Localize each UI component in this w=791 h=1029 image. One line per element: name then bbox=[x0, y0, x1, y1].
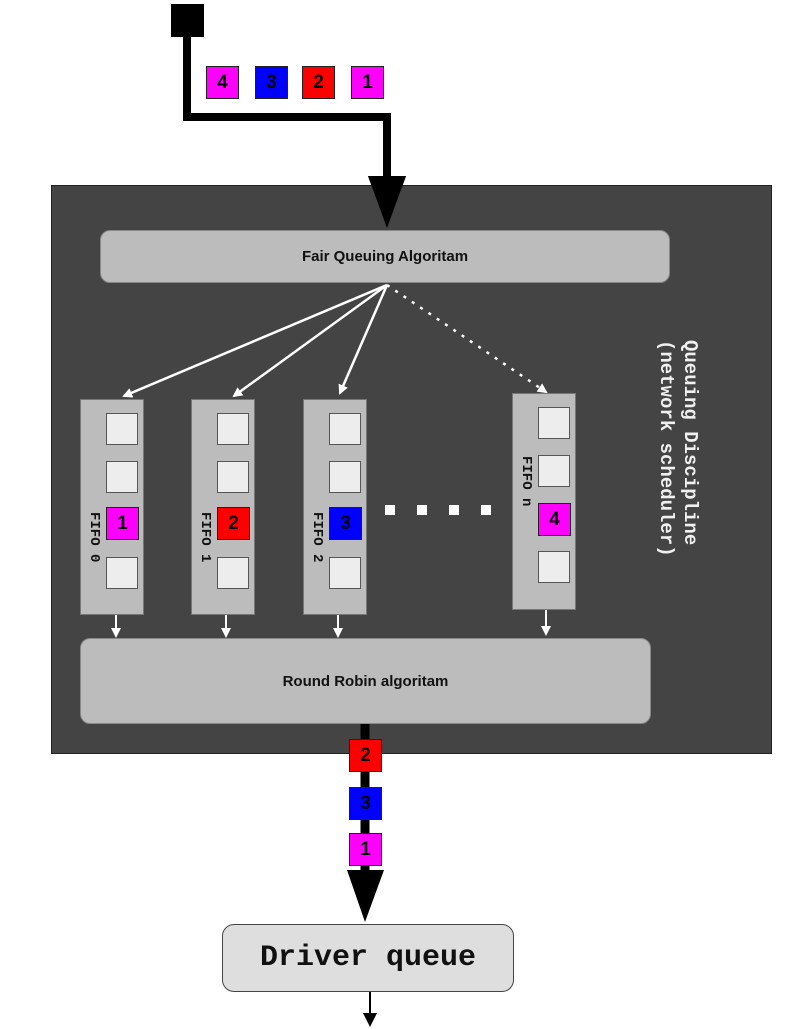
input-arrowhead-overlay bbox=[368, 176, 406, 228]
fifo-2: FIFO 2 3 bbox=[303, 399, 367, 615]
input-line bbox=[183, 37, 391, 178]
output-packet-label: 1 bbox=[360, 838, 371, 860]
fair-queuing-label: Fair Queuing Algoritam bbox=[301, 248, 469, 265]
fifo-slot bbox=[538, 407, 570, 439]
fifo-1: FIFO 1 2 bbox=[191, 399, 255, 615]
fifo-slot bbox=[106, 461, 138, 493]
input-packet-4: 4 bbox=[206, 66, 239, 99]
arrow-to-fifo-0 bbox=[122, 283, 388, 398]
input-packet-label: 3 bbox=[266, 71, 277, 93]
arrow-to-fifo-2 bbox=[338, 284, 389, 395]
fifo-slot bbox=[329, 461, 361, 493]
output-packet-label: 3 bbox=[360, 792, 371, 814]
fifo-slot bbox=[538, 455, 570, 487]
arrow-to-fifo-n bbox=[386, 283, 548, 394]
packet-label: 3 bbox=[340, 512, 351, 534]
ellipsis-dot bbox=[385, 505, 395, 515]
fifo-0-packet: 1 bbox=[106, 507, 139, 540]
fifo-slot bbox=[217, 557, 249, 589]
output-arrowhead bbox=[347, 870, 384, 922]
input-packet-3: 3 bbox=[255, 66, 288, 99]
fifo-2-packet: 3 bbox=[329, 507, 362, 540]
driver-queue-label: Driver queue bbox=[259, 941, 477, 975]
fair-queuing-box: Fair Queuing Algoritam bbox=[100, 230, 670, 283]
driver-queue-box: Driver queue bbox=[222, 924, 514, 992]
output-packet-3: 3 bbox=[349, 787, 382, 820]
output-packet-2: 2 bbox=[349, 739, 382, 772]
arrow-to-fifo-1 bbox=[232, 283, 388, 398]
round-robin-label: Round Robin algoritam bbox=[282, 672, 449, 690]
driver-out-arrowhead bbox=[363, 1013, 377, 1027]
fifo-slot bbox=[217, 413, 249, 445]
fifo-slot bbox=[106, 413, 138, 445]
input-packet-1: 1 bbox=[351, 66, 384, 99]
fifo-0: FIFO 0 1 bbox=[80, 399, 144, 615]
fifo-n: FIFO n 4 bbox=[512, 393, 576, 610]
packet-label: 1 bbox=[117, 512, 128, 534]
packet-label: 4 bbox=[549, 508, 560, 530]
fifo-slot bbox=[329, 557, 361, 589]
input-packet-2: 2 bbox=[302, 66, 335, 99]
fifo-slot bbox=[106, 557, 138, 589]
input-packet-label: 1 bbox=[362, 71, 373, 93]
fifo-slot bbox=[217, 461, 249, 493]
fifo-slot bbox=[329, 413, 361, 445]
input-packet-label: 4 bbox=[217, 71, 228, 93]
fifo-n-packet: 4 bbox=[538, 503, 571, 536]
ellipsis-dot bbox=[449, 505, 459, 515]
output-packet-1: 1 bbox=[349, 833, 382, 866]
round-robin-box: Round Robin algoritam bbox=[80, 638, 651, 724]
fifo-slot bbox=[538, 551, 570, 583]
input-packet-label: 2 bbox=[313, 71, 324, 93]
fifo-1-packet: 2 bbox=[217, 507, 250, 540]
ellipsis-dot bbox=[417, 505, 427, 515]
packet-label: 2 bbox=[228, 512, 239, 534]
ellipsis-dot bbox=[481, 505, 491, 515]
output-packet-label: 2 bbox=[360, 744, 371, 766]
packet-source bbox=[171, 4, 204, 37]
